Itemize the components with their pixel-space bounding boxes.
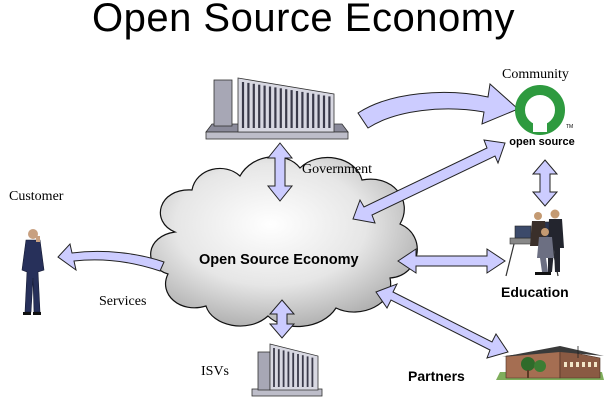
government-building-icon <box>205 77 349 140</box>
central-cloud <box>150 156 418 328</box>
government-label: Government <box>302 162 372 177</box>
partners-campus-icon <box>496 346 604 380</box>
arrow-cloud-partners <box>375 283 509 359</box>
services-label: Services <box>99 294 147 309</box>
arrow-cloud-education <box>397 248 506 274</box>
community-label: Community <box>502 67 569 82</box>
arrow-community-cloud <box>352 139 506 224</box>
customer-label: Customer <box>9 189 64 204</box>
education-people-icon <box>505 209 564 277</box>
arrow-cloud-isvs <box>268 299 296 339</box>
arrow-government-cloud <box>266 142 294 202</box>
education-label: Education <box>501 284 569 300</box>
partners-label: Partners <box>408 368 465 384</box>
center-label: Open Source Economy <box>199 252 359 268</box>
customer-person-icon <box>21 229 45 315</box>
arrow-government-to-community <box>357 83 519 129</box>
isv-building-icon <box>251 343 323 397</box>
community-logo-mark: TM <box>566 124 573 130</box>
community-logo-text: open source <box>509 136 574 148</box>
arrow-community-education <box>531 159 559 207</box>
arrow-cloud-to-customer <box>57 242 165 272</box>
isvs-label: ISVs <box>201 364 230 379</box>
diagram-title: Open Source Economy <box>91 0 516 40</box>
community-logo-icon: open source TM <box>509 85 575 148</box>
